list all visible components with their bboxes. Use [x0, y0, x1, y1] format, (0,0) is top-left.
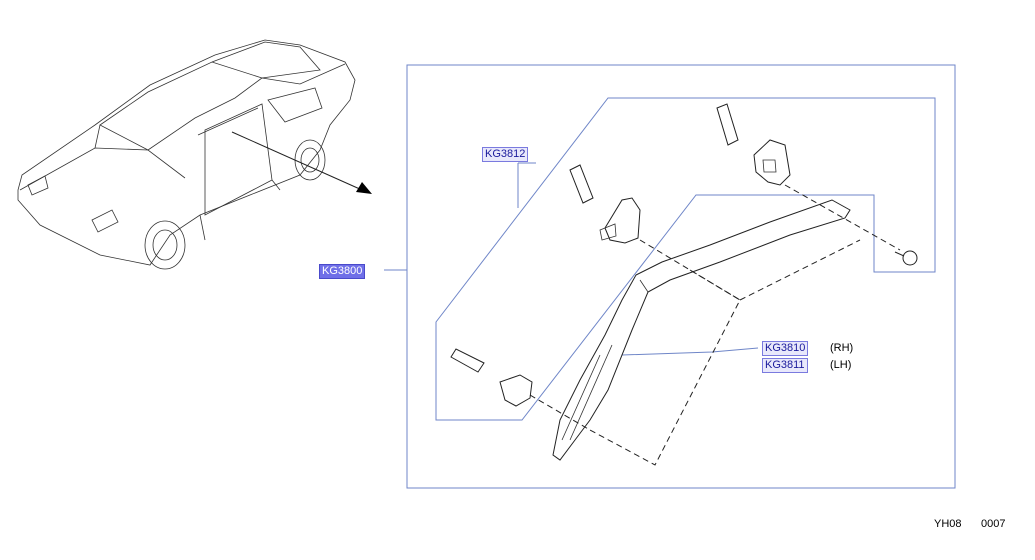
assembly-frame: [406, 64, 956, 489]
assembly-dashed-lines: [529, 184, 901, 466]
part-link-kg3810[interactable]: KG3810: [762, 341, 809, 356]
clip-lower: [499, 374, 533, 407]
pad-lower: [450, 348, 485, 373]
clip-top: [753, 139, 791, 186]
figure-code-right: 0007: [981, 518, 1006, 530]
part-link-kg3811[interactable]: KG3811: [762, 358, 808, 373]
upper-frame: [435, 97, 936, 421]
clip-middle: [599, 197, 641, 244]
figure-code-left: YH08: [934, 518, 962, 530]
part-link-kg3800[interactable]: KG3800: [319, 264, 366, 279]
pillar-molding: [552, 199, 851, 461]
screw: [894, 250, 918, 266]
car-illustration: [17, 39, 372, 270]
part-link-kg3812[interactable]: KG3812: [482, 147, 529, 162]
pad-middle: [569, 164, 594, 204]
pad-top: [716, 103, 739, 146]
note-rh: (RH): [830, 342, 854, 354]
leader-rh-lh: [621, 347, 759, 356]
note-lh: (LH): [830, 359, 852, 371]
